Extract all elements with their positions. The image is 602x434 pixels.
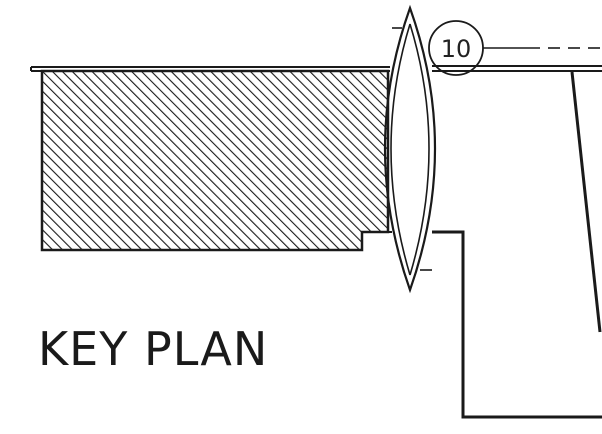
right-building-outline xyxy=(432,71,602,419)
key-plan-title: KEY PLAN xyxy=(38,322,268,376)
grid-bubble-label: 10 xyxy=(441,35,472,63)
hatched-building-footprint xyxy=(40,69,390,252)
lens-bridge-shape xyxy=(383,4,437,294)
